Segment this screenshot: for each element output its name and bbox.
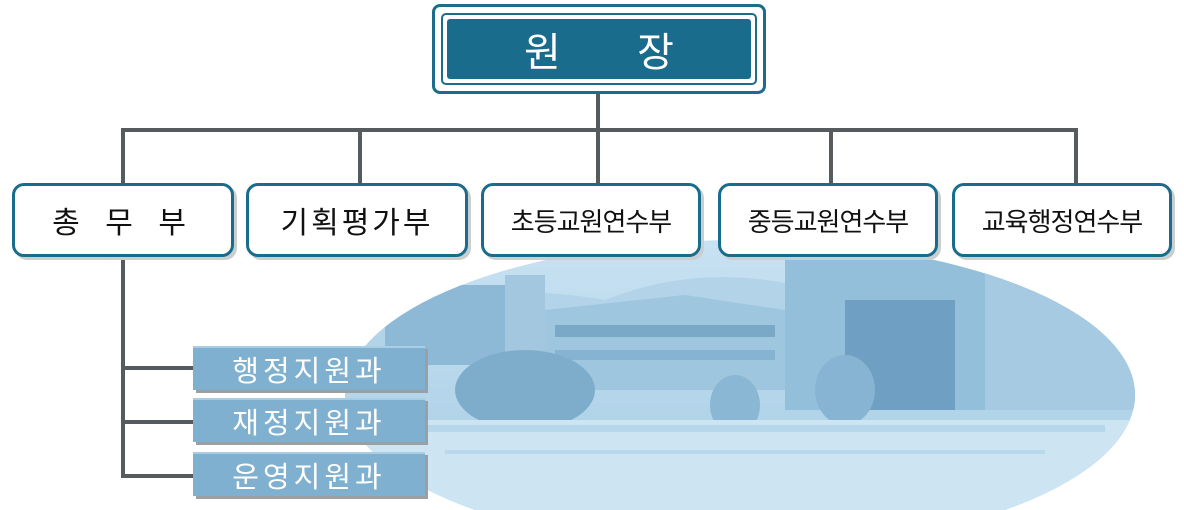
dept-label: 총 무 부: [52, 206, 194, 241]
section-connector-1: [121, 366, 195, 370]
section-connector-2: [121, 420, 195, 424]
dept-label: 교육행정연수부: [981, 207, 1143, 238]
section-label: 행정지원과: [232, 354, 386, 388]
dept-connector-4: [829, 128, 833, 183]
section-connector-3: [121, 474, 195, 478]
dept-elementary-training: 초등교원연수부: [481, 183, 701, 257]
director-label: 원 장: [524, 30, 674, 76]
section-label: 재정지원과: [232, 406, 386, 440]
dept-general-affairs: 총 무 부: [12, 183, 234, 257]
director-box-fill: 원 장: [447, 19, 751, 79]
section-finance-support: 재정지원과: [193, 398, 425, 442]
dept-secondary-training: 중등교원연수부: [718, 183, 938, 257]
campus-photo: [345, 240, 1135, 510]
dept-label: 초등교원연수부: [510, 207, 672, 238]
dept-planning-evaluation: 기획평가부: [246, 183, 468, 257]
dept-connector-5: [1074, 128, 1078, 183]
section-admin-support: 행정지원과: [193, 346, 425, 390]
dept-label: 중등교원연수부: [747, 207, 909, 238]
director-connector: [596, 94, 600, 132]
section-label: 운영지원과: [232, 460, 386, 494]
dept-connector-3: [596, 128, 600, 183]
section-operations-support: 운영지원과: [193, 452, 425, 496]
director-box: 원 장: [432, 4, 766, 94]
dept-label: 기획평가부: [280, 206, 434, 241]
dept-connector-2: [358, 128, 362, 183]
dept-connector-1: [121, 128, 125, 183]
director-box-inner: 원 장: [441, 13, 757, 85]
dept-education-admin-training: 교육행정연수부: [952, 183, 1172, 257]
